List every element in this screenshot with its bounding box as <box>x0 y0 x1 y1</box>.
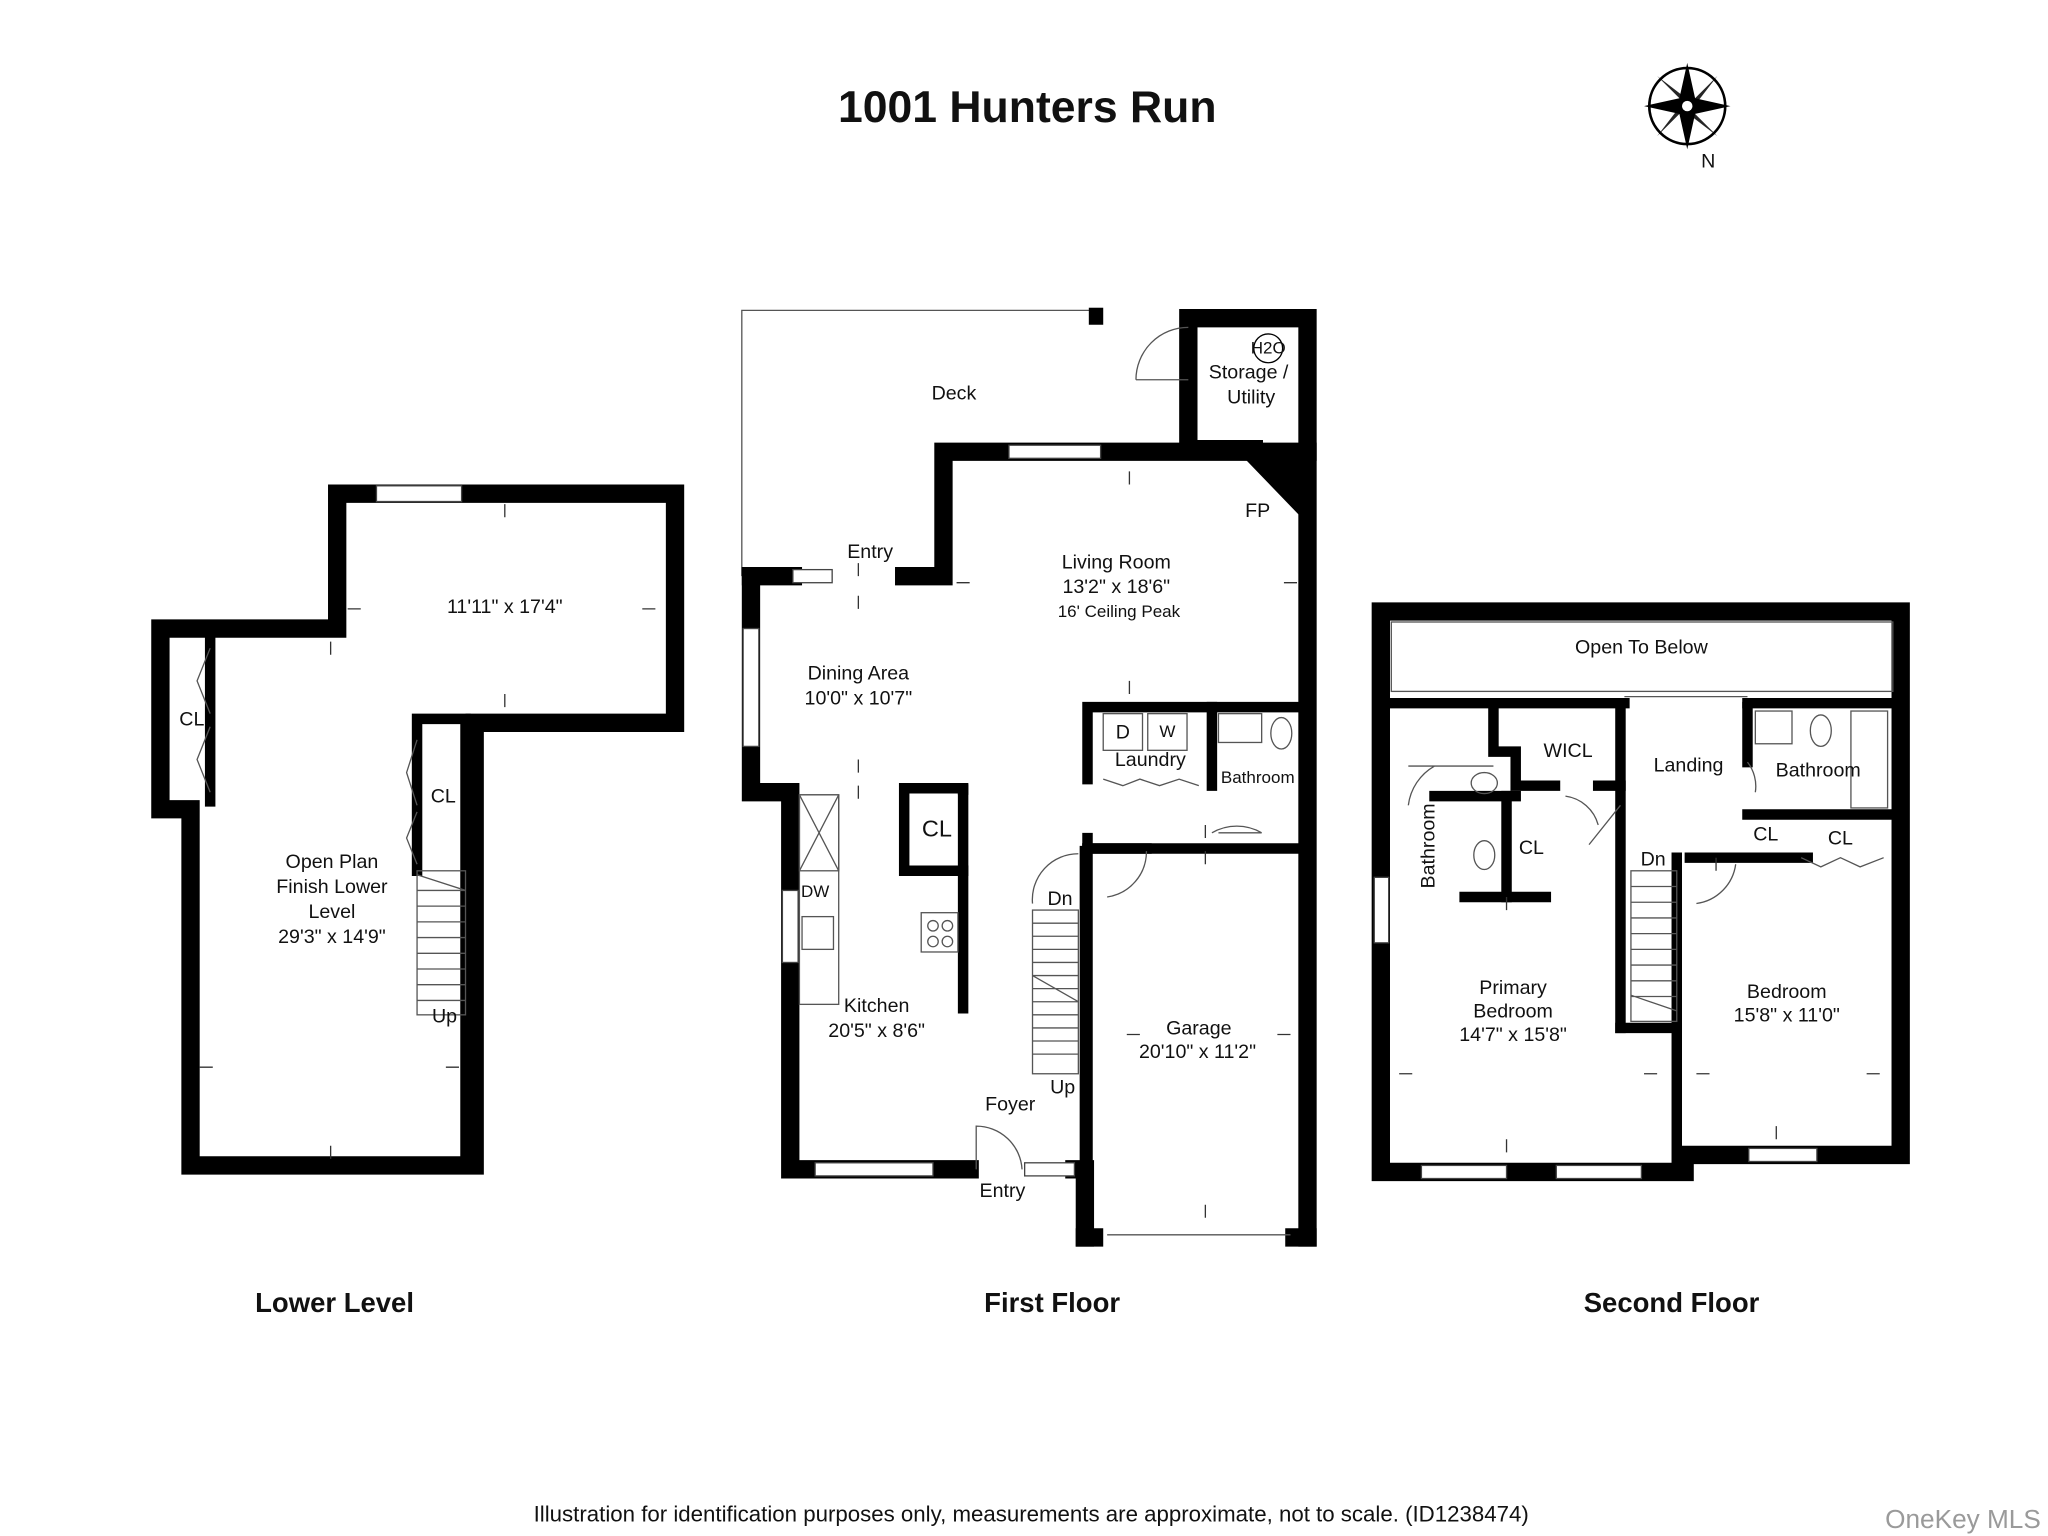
h2o-label: H2O <box>1251 339 1286 358</box>
entry-top-label: Entry <box>847 541 893 563</box>
first-dn-label: Dn <box>1047 888 1072 910</box>
wicl-label: WICL <box>1544 740 1593 762</box>
compass-rose-icon <box>1644 62 1731 150</box>
first-cl-label: CL <box>922 816 952 842</box>
second-floor-title: Second Floor <box>1584 1287 1760 1318</box>
lower-open-plan-dims: 29'3" x 14'9" <box>278 926 386 948</box>
bedroom-label: Bedroom <box>1747 981 1827 1003</box>
living-room-ceiling: 16' Ceiling Peak <box>1058 602 1181 621</box>
kitchen-dims: 20'5" x 8'6" <box>828 1020 925 1042</box>
deck-label: Deck <box>932 382 977 404</box>
stairs-icon <box>1031 845 1091 1178</box>
dining-area-label: Dining Area <box>808 663 910 685</box>
disclaimer: Illustration for identification purposes… <box>534 1502 1529 1527</box>
lower-open-plan-line3: Level <box>308 901 355 923</box>
lower-open-plan-line2: Finish Lower <box>276 876 388 898</box>
first-up-label: Up <box>1050 1076 1075 1098</box>
second-bathroom-left-label: Bathroom <box>1418 803 1440 888</box>
onekey-mls-watermark: OneKey MLS <box>1885 1504 2041 1534</box>
primary-bedroom-line1: Primary <box>1479 977 1547 999</box>
dining-area-dims: 10'0" x 10'7" <box>805 687 913 709</box>
second-dn-label: Dn <box>1641 849 1666 871</box>
dryer-label: D <box>1116 722 1130 744</box>
laundry-label: Laundry <box>1115 749 1186 771</box>
living-room-label: Living Room <box>1062 551 1171 573</box>
open-to-below-label: Open To Below <box>1575 636 1709 658</box>
lower-cl-2: CL <box>431 786 456 808</box>
storage-label-line2: Utility <box>1227 386 1275 408</box>
plan-title: 1001 Hunters Run <box>838 83 1217 132</box>
lower-upper-area-dims: 11'11" x 17'4" <box>447 596 563 618</box>
bedroom-dims: 15'8" x 11'0" <box>1734 1004 1840 1026</box>
landing-label: Landing <box>1654 754 1724 776</box>
dishwasher-label: DW <box>801 882 829 901</box>
lower-level-title: Lower Level <box>255 1287 414 1318</box>
entry-bottom-label: Entry <box>979 1180 1025 1202</box>
second-cl-1: CL <box>1519 837 1544 859</box>
second-cl-3: CL <box>1828 828 1853 850</box>
storage-label-line1: Storage / <box>1209 361 1289 383</box>
first-floor-title: First Floor <box>984 1287 1120 1318</box>
lower-open-plan-line1: Open Plan <box>286 851 379 873</box>
lower-up-label: Up <box>432 1006 457 1028</box>
stairs-icon <box>416 870 467 1016</box>
second-floor-plan <box>1371 602 1910 1182</box>
garage-dims: 20'10" x 11'2" <box>1139 1041 1256 1063</box>
first-bathroom-label: Bathroom <box>1221 768 1295 787</box>
second-bathroom-right-label: Bathroom <box>1776 760 1861 782</box>
stairs-icon <box>1630 870 1678 1023</box>
second-cl-2: CL <box>1753 824 1778 846</box>
foyer-label: Foyer <box>985 1093 1036 1115</box>
primary-bedroom-line2: Bedroom <box>1473 1000 1553 1022</box>
fireplace-label: FP <box>1245 500 1270 522</box>
lower-level-plan <box>151 484 685 1175</box>
kitchen-label: Kitchen <box>844 995 909 1017</box>
primary-bedroom-dims: 14'7" x 15'8" <box>1459 1024 1567 1046</box>
living-room-dims: 13'2" x 18'6" <box>1062 576 1170 598</box>
compass-north-label: N <box>1701 151 1715 173</box>
lower-cl-1: CL <box>179 708 204 730</box>
garage-label: Garage <box>1166 1017 1232 1039</box>
washer-label: W <box>1159 722 1175 741</box>
